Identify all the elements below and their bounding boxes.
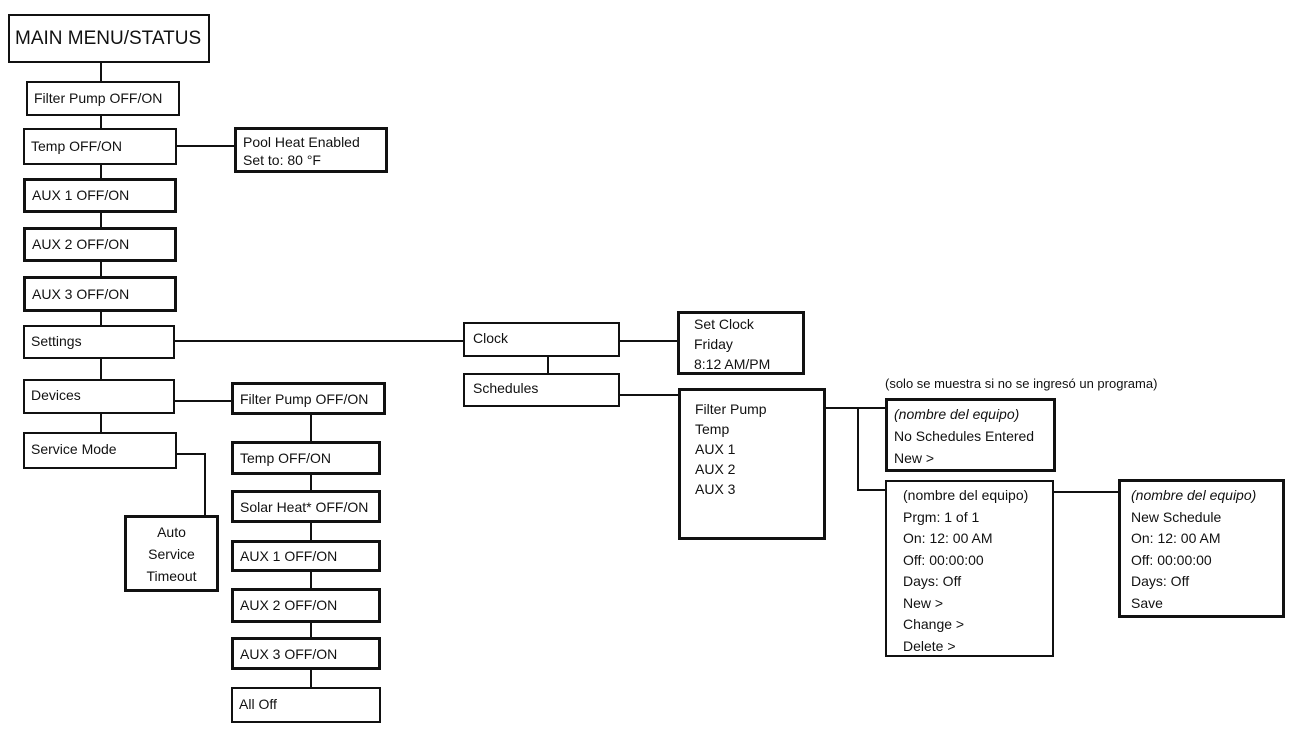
devices-label: Devices — [31, 387, 81, 403]
program-line-7: Change > — [903, 616, 965, 632]
device-aux1-box: AUX 1 OFF/ON — [231, 540, 381, 572]
program-line-1: (nombre del equipo) — [903, 487, 1029, 503]
device-filter-pump-box: Filter Pump OFF/ON — [231, 382, 386, 415]
auto-service-line-1: Auto — [157, 524, 186, 540]
program-line-2: Prgm: 1 of 1 — [903, 508, 980, 525]
device-filter-pump-label: Filter Pump OFF/ON — [240, 391, 369, 407]
device-aux3-label: AUX 3 OFF/ON — [240, 646, 338, 662]
no-schedules-box: (nombre del equipo) No Schedules Entered… — [885, 398, 1056, 472]
aux2-box: AUX 2 OFF/ON — [23, 227, 177, 262]
service-mode-box: Service Mode — [23, 432, 177, 469]
device-temp-label: Temp OFF/ON — [240, 450, 332, 466]
new-schedule-box: (nombre del equipo) New Schedule On: 12:… — [1118, 479, 1285, 618]
device-solar-heat-box: Solar Heat* OFF/ON — [231, 490, 381, 523]
device-all-off-box: All Off — [231, 687, 381, 723]
set-clock-line-2: Friday — [694, 336, 733, 352]
aux1-label: AUX 1 OFF/ON — [32, 187, 130, 203]
schedules-box: Schedules — [463, 373, 620, 407]
no-schedules-line-2: No Schedules Entered — [894, 428, 1035, 444]
settings-box: Settings — [23, 325, 175, 359]
program-box: (nombre del equipo) Prgm: 1 of 1 On: 12:… — [885, 480, 1054, 657]
set-clock-line-3: 8:12 AM/PM — [694, 356, 771, 372]
equipment-list-item-5: AUX 3 — [695, 481, 736, 497]
device-aux2-label: AUX 2 OFF/ON — [240, 597, 338, 613]
device-aux1-label: AUX 1 OFF/ON — [240, 548, 338, 564]
pool-heat-line-1: Pool Heat Enabled — [243, 134, 360, 150]
pool-heat-line-2: Set to: 80 °F — [243, 152, 321, 168]
aux3-box: AUX 3 OFF/ON — [23, 276, 177, 312]
no-schedules-line-3: New > — [894, 450, 935, 466]
temp-label: Temp OFF/ON — [31, 138, 123, 154]
settings-label: Settings — [31, 333, 82, 349]
program-line-5: Days: Off — [903, 573, 962, 589]
devices-box: Devices — [23, 379, 175, 414]
connector-service-auto — [177, 453, 206, 515]
filter-pump-label: Filter Pump OFF/ON — [34, 90, 163, 106]
auto-service-timeout-box: Auto Service Timeout — [124, 515, 219, 592]
equipment-list-item-1: Filter Pump — [695, 401, 767, 417]
temp-box: Temp OFF/ON — [23, 128, 177, 165]
new-schedule-line-6: Save — [1131, 594, 1163, 611]
clock-box: Clock — [463, 322, 620, 357]
service-mode-label: Service Mode — [31, 441, 117, 457]
equipment-list-item-4: AUX 2 — [695, 461, 736, 477]
device-temp-box: Temp OFF/ON — [231, 441, 381, 475]
auto-service-line-2: Service — [148, 546, 195, 562]
program-line-8: Delete > — [903, 637, 956, 654]
equipment-list-item-3: AUX 1 — [695, 441, 736, 457]
new-schedule-line-3: On: 12: 00 AM — [1131, 530, 1221, 546]
program-line-4: Off: 00:00:00 — [903, 551, 984, 568]
equipment-list-item-2: Temp — [695, 421, 730, 437]
new-schedule-line-1: (nombre del equipo) — [1131, 487, 1257, 503]
aux2-label: AUX 2 OFF/ON — [32, 236, 130, 252]
program-line-3: On: 12: 00 AM — [903, 530, 993, 546]
no-schedules-line-1: (nombre del equipo) — [894, 406, 1020, 422]
pool-heat-box: Pool Heat Enabled Set to: 80 °F — [234, 127, 388, 173]
no-schedules-note: (solo se muestra si no se ingresó un pro… — [885, 376, 1158, 391]
new-schedule-line-5: Days: Off — [1131, 573, 1190, 589]
main-menu-status-label: MAIN MENU/STATUS — [15, 28, 202, 49]
new-schedule-line-4: Off: 00:00:00 — [1131, 551, 1212, 568]
device-solar-heat-label: Solar Heat* OFF/ON — [240, 499, 369, 515]
device-aux3-box: AUX 3 OFF/ON — [231, 637, 381, 670]
device-aux2-box: AUX 2 OFF/ON — [231, 588, 381, 623]
clock-label: Clock — [473, 330, 509, 346]
new-schedule-line-2: New Schedule — [1131, 508, 1222, 525]
equipment-list-box: Filter Pump Temp AUX 1 AUX 2 AUX 3 — [678, 388, 826, 540]
filter-pump-box: Filter Pump OFF/ON — [26, 81, 180, 116]
aux1-box: AUX 1 OFF/ON — [23, 178, 177, 213]
program-line-6: New > — [903, 594, 944, 611]
device-all-off-label: All Off — [239, 696, 277, 712]
main-menu-status-box: MAIN MENU/STATUS — [8, 14, 210, 63]
aux3-label: AUX 3 OFF/ON — [32, 286, 130, 302]
set-clock-box: Set Clock Friday 8:12 AM/PM — [677, 311, 805, 375]
auto-service-line-3: Timeout — [146, 568, 197, 584]
schedules-label: Schedules — [473, 380, 539, 396]
connector-list-program — [857, 408, 885, 491]
set-clock-line-1: Set Clock — [694, 316, 754, 332]
